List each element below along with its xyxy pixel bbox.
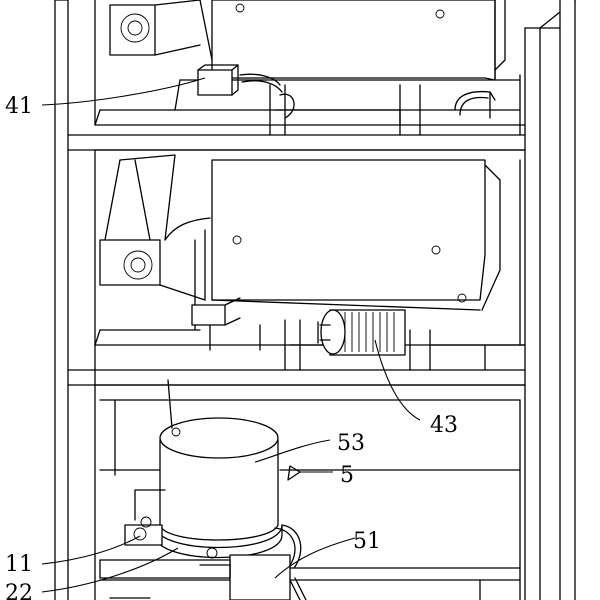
leader-53 [254, 439, 331, 463]
label-11: 11 [5, 552, 33, 577]
leader-22 [41, 547, 179, 593]
leader-41 [41, 77, 206, 106]
upper-handle [454, 90, 496, 119]
motor-43 [317, 309, 406, 356]
base-flange [124, 489, 283, 559]
label-43: 43 [430, 413, 458, 438]
frame-uprights [54, 0, 577, 600]
pedestal-51 [99, 524, 307, 600]
leader-lines [41, 77, 421, 593]
upper-hinge [109, 0, 201, 56]
middle-block [191, 297, 241, 326]
upper-box [199, 0, 506, 81]
label-22: 22 [5, 581, 33, 600]
arrow-5 [287, 465, 301, 481]
middle-box [194, 159, 501, 331]
leader-11 [41, 535, 141, 565]
upper-tray [94, 0, 526, 136]
bracket-41 [197, 64, 295, 119]
leader-51 [274, 537, 356, 579]
frame-beams [67, 134, 526, 600]
middle-hinge [99, 154, 211, 301]
cylinder-53 [159, 379, 279, 541]
leader-43 [374, 339, 421, 421]
reference-labels: 41 43 53 5 51 11 22 [5, 94, 458, 600]
label-5: 5 [340, 463, 354, 488]
label-53: 53 [337, 431, 365, 456]
label-41: 41 [5, 94, 33, 119]
label-51: 51 [353, 529, 381, 554]
